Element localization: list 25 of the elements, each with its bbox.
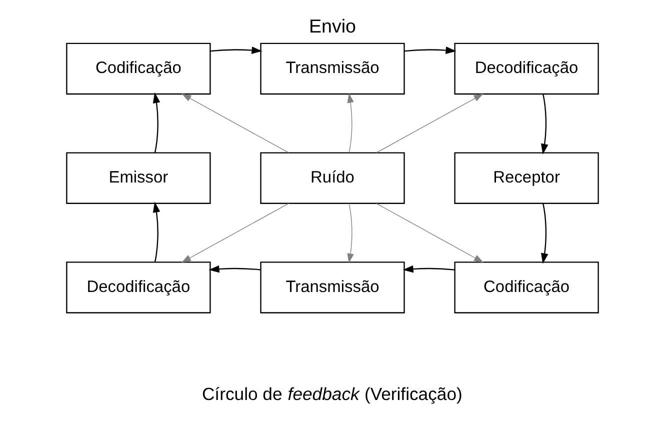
caption: Círculo de feedback (Verificação) (201, 384, 462, 404)
arrow (404, 46, 456, 54)
node-box: Receptor (454, 152, 598, 204)
node-box: Ruído (260, 152, 404, 204)
diagram-title: Envio (308, 16, 356, 37)
arrow (180, 203, 288, 263)
node-box: Decodificação (454, 42, 598, 95)
arrow (376, 203, 484, 263)
arrow (346, 93, 354, 154)
node-box: Codificação (454, 262, 598, 314)
node-box: Transmissão (260, 42, 404, 95)
arrow (346, 203, 354, 264)
node-box: Codificação (66, 42, 210, 95)
arrow (376, 94, 483, 154)
arrow (402, 265, 454, 273)
arrow (152, 202, 160, 262)
node-box: Emissor (66, 152, 210, 204)
node-box: Decodificação (66, 262, 210, 314)
arrow (540, 94, 548, 154)
arrow (208, 265, 260, 273)
arrow (181, 94, 288, 154)
node-box: Transmissão (260, 262, 404, 314)
arrow (152, 92, 160, 153)
arrow (210, 46, 262, 54)
arrow (540, 203, 548, 264)
